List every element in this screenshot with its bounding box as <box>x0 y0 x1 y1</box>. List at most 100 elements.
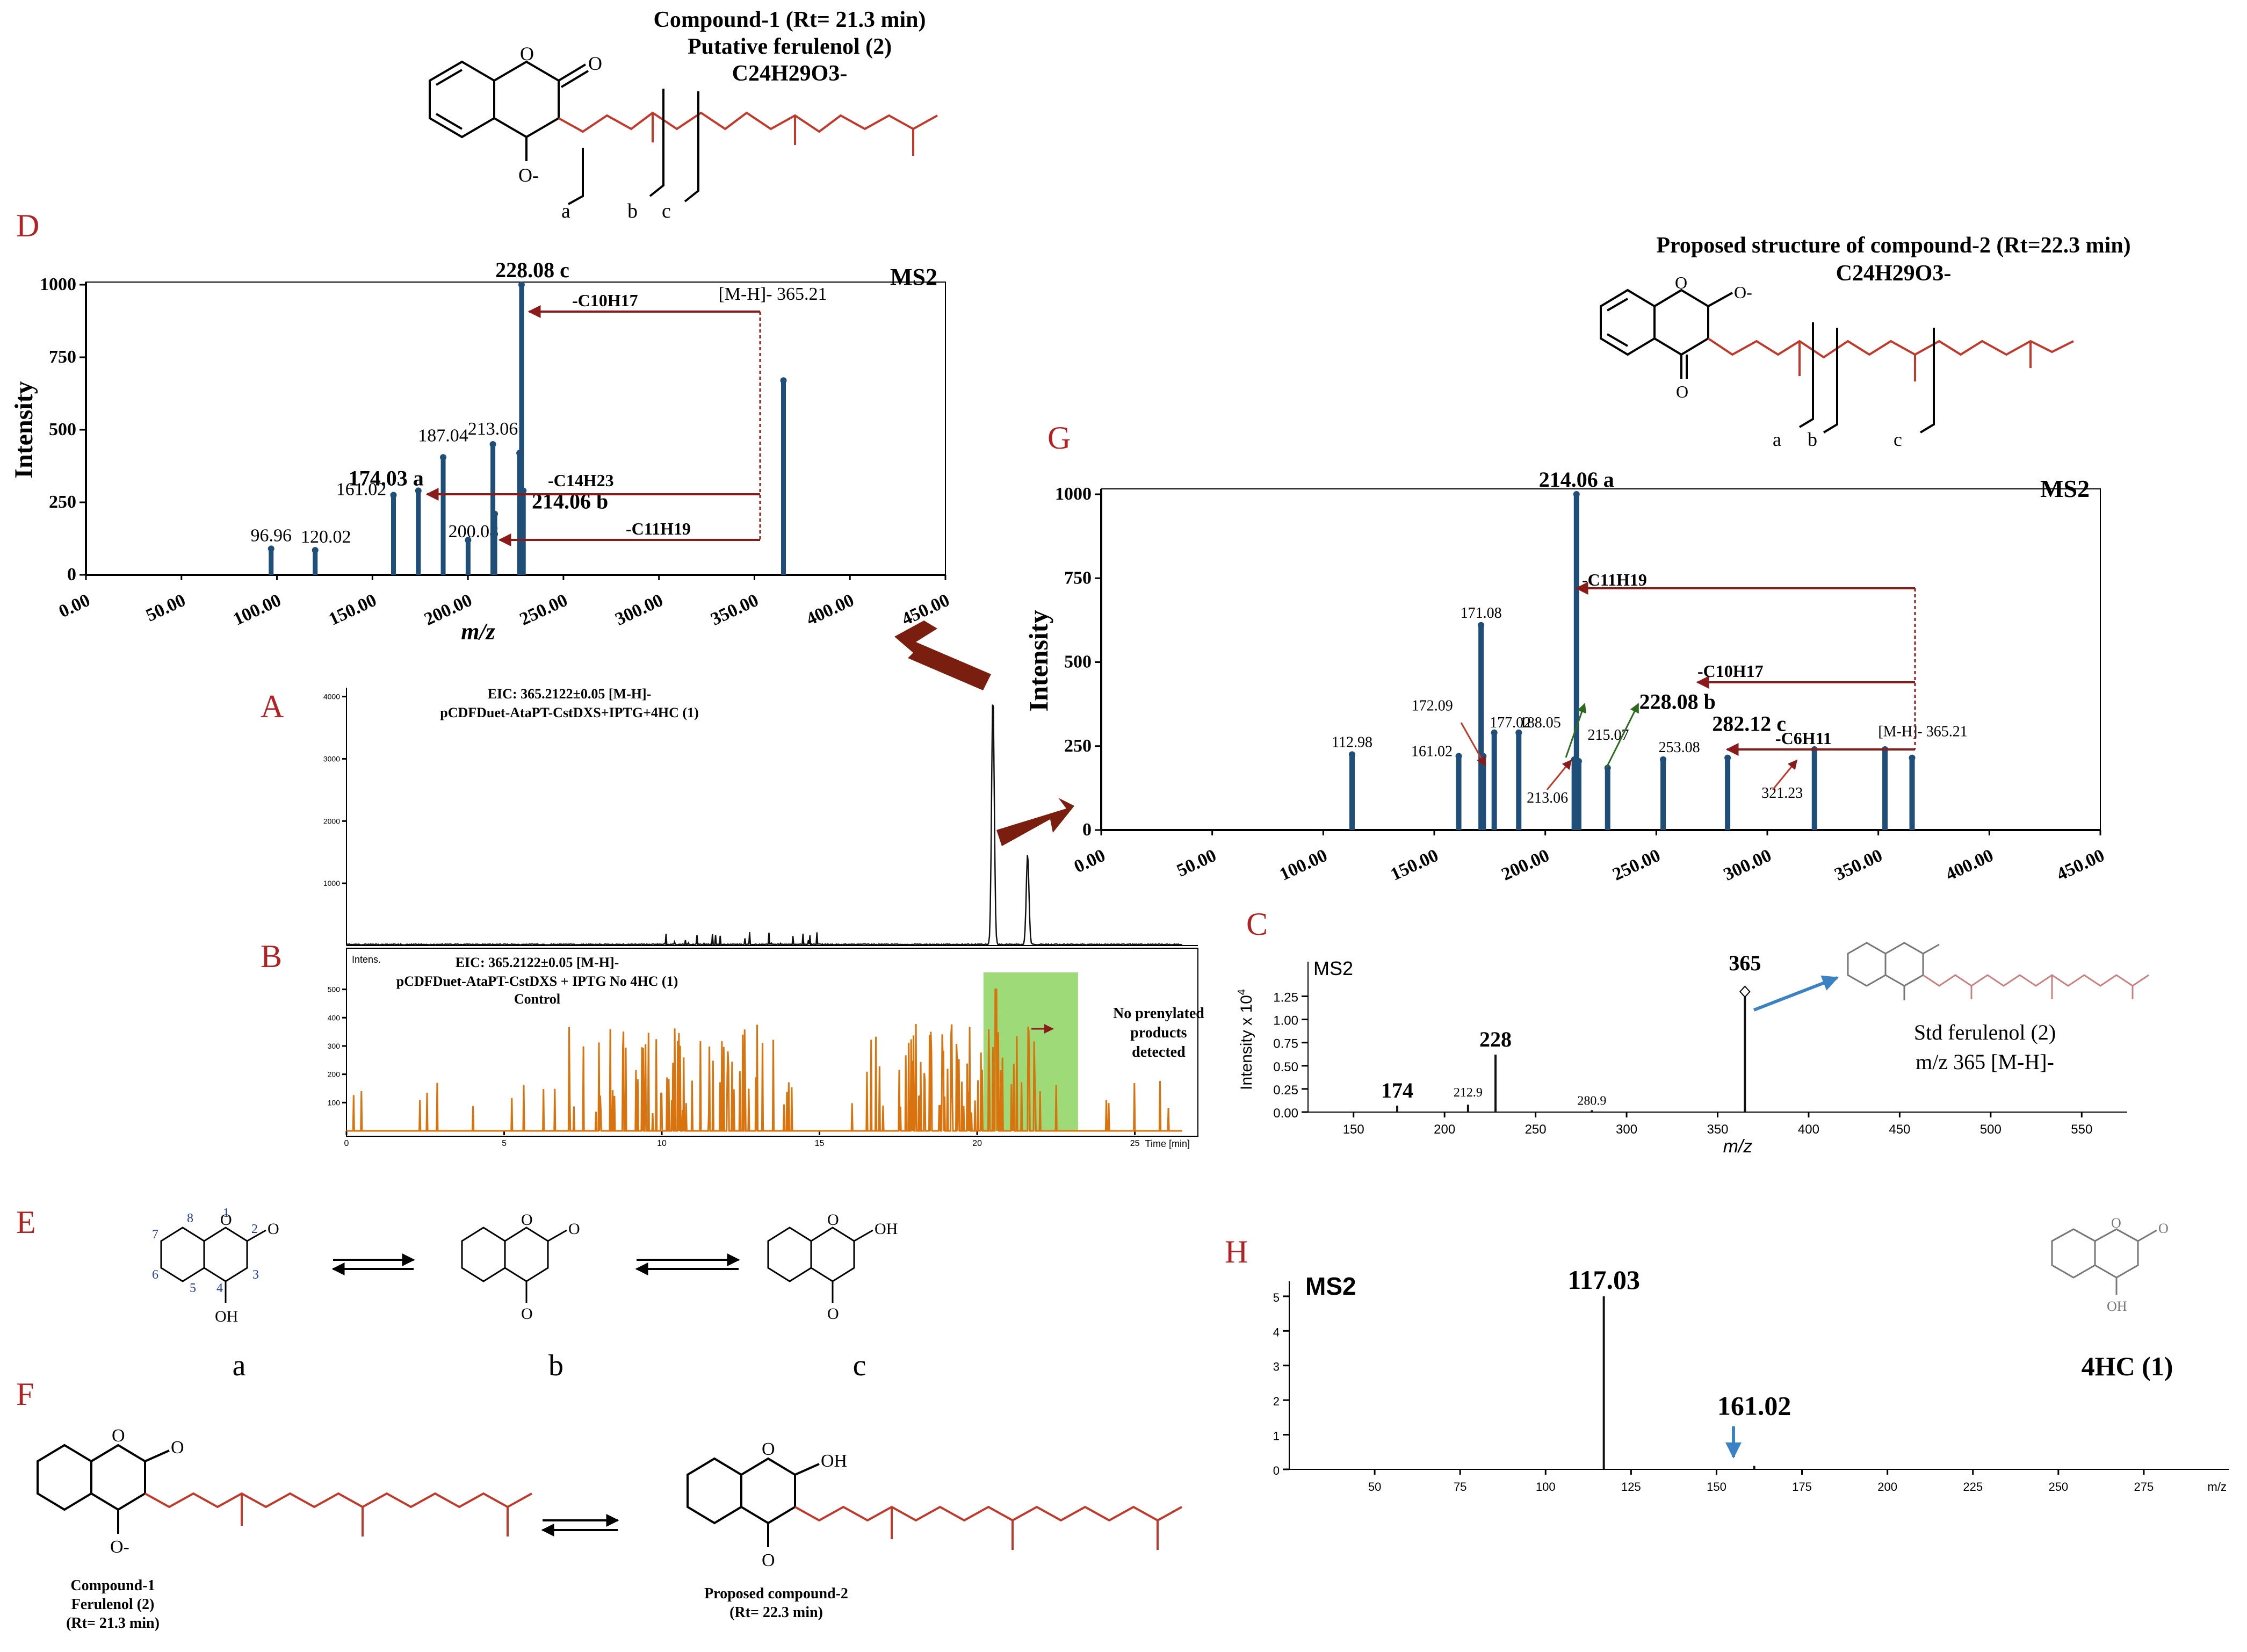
H-xtick-label: 75 <box>1454 1480 1466 1494</box>
chart-B-note-line: No prenylated <box>1113 1005 1204 1022</box>
C-xtick-label: 350 <box>1707 1122 1728 1137</box>
C-peak-label: 174 <box>1381 1078 1413 1102</box>
D-peak-tip <box>520 487 527 494</box>
chart-A: EIC: 365.2122±0.05 [M-H]- pCDFDuet-AtaPT… <box>323 686 1198 947</box>
panel-F-left-O: O <box>112 1426 125 1446</box>
panel-E-num-1: 1 <box>223 1206 229 1220</box>
B-xtick-label: 25 <box>1130 1139 1140 1148</box>
chart-G-title: MS2 <box>2040 475 2090 502</box>
C-ytick-label: 1.25 <box>1273 990 1298 1005</box>
panel-E-num-6: 6 <box>152 1268 158 1282</box>
G-peak-tip <box>1515 729 1522 736</box>
panel-E-b-keto: O <box>521 1305 533 1323</box>
G-peak-tip <box>1724 754 1731 761</box>
G-peak-tip <box>1660 756 1667 763</box>
chart-H-title: MS2 <box>1305 1272 1356 1300</box>
structure-compound-1: Compound-1 (Rt= 21.3 min) Putative ferul… <box>429 8 938 222</box>
D-peak-label: 120.02 <box>301 527 351 547</box>
G-xtick-label: 200.00 <box>1499 846 1552 885</box>
G-peak-label: 213.06 <box>1527 790 1568 806</box>
G-xtick-label: 0.00 <box>1071 846 1109 877</box>
G-peak-tip <box>1604 764 1611 771</box>
C-xtick-label: 300 <box>1616 1122 1637 1137</box>
D-peak-tip <box>415 487 422 494</box>
D-ytick-label: 500 <box>49 420 76 439</box>
H-xtick-label: m/z <box>2208 1480 2227 1494</box>
panel-F-left-label-1: Compound-1 <box>70 1577 155 1594</box>
G-ytick-label: 750 <box>1064 568 1092 588</box>
G-xtick-label: 300.00 <box>1721 846 1774 885</box>
struct1-cut-c: c <box>662 200 671 222</box>
struct1-formula: C24H29O3- <box>732 61 848 86</box>
G-peak-label: 282.12 c <box>1712 712 1786 736</box>
D-xtick-label: 0.00 <box>56 590 93 622</box>
chart-B-subtitle-control: Control <box>514 991 560 1007</box>
panel-E-num-3: 3 <box>252 1268 259 1282</box>
chart-B-note-line: products <box>1130 1025 1187 1041</box>
panel-label-C: C <box>1246 906 1268 942</box>
chart-G-ylabel: Intensity <box>1023 610 1053 712</box>
G-xtick-label: 150.00 <box>1388 846 1441 885</box>
chart-C-blue-arrow <box>1753 975 1839 1012</box>
G-peak-label: [M-H]- 365.21 <box>1878 724 1967 740</box>
D-peak-label: 161.02 <box>336 480 387 500</box>
G-peak-tip <box>1573 491 1580 497</box>
H-ytick-label: 3 <box>1273 1360 1280 1374</box>
H-xtick-label: 225 <box>1963 1480 1983 1494</box>
D-peak-tip <box>780 377 787 384</box>
panel-F-right-label-2: (Rt= 22.3 min) <box>729 1604 823 1621</box>
G-peak-tip <box>1575 758 1582 764</box>
struct2-ring-oxygen: O <box>1675 273 1687 292</box>
D-ytick-label: 1000 <box>40 275 76 294</box>
G-ytick-label: 0 <box>1082 820 1092 840</box>
struct2-formula: C24H29O3- <box>1836 261 1952 286</box>
panel-label-B: B <box>261 939 282 974</box>
panel-F-right-O: O <box>762 1439 775 1459</box>
D-peak-tip <box>492 510 498 517</box>
D-peak-label: 174.03 a <box>349 466 424 490</box>
chart-H-struct-carbonyl: O <box>2158 1221 2169 1236</box>
G-peak-tip <box>1909 754 1916 761</box>
panel-label-E: E <box>16 1204 36 1240</box>
D-peak-label: 228.08 c <box>495 258 569 282</box>
D-xtick-label: 400.00 <box>803 590 857 630</box>
D-xtick-label: 250.00 <box>517 590 570 630</box>
G-peak-label: 228.08 b <box>1639 689 1716 713</box>
struct2-title: Proposed structure of compound-2 (Rt=22.… <box>1656 233 2130 258</box>
C-peak-label: 212.9 <box>1454 1086 1483 1100</box>
G-xtick-label: 350.00 <box>1832 846 1885 885</box>
panel-F-left-label-3: (Rt= 21.3 min) <box>66 1615 160 1632</box>
C-xtick-label: 450 <box>1889 1122 1910 1137</box>
chart-D-loss-C11H19: -C11H19 <box>626 519 691 538</box>
C-xtick-label: 550 <box>2071 1122 2092 1137</box>
chart-H-struct-OH: OH <box>2107 1298 2127 1314</box>
B-xtick-label: 10 <box>657 1139 667 1148</box>
chart-C: MS2 Intensity x 104 m/z 0.000.250.500.75… <box>1236 942 2149 1157</box>
struct1-title: Compound-1 (Rt= 21.3 min) <box>654 8 926 32</box>
C-ytick-label: 1.00 <box>1273 1014 1298 1028</box>
chart-D-ylabel: Intensity <box>10 381 38 478</box>
chart-A-subtitle: pCDFDuet-AtaPT-CstDXS+IPTG+4HC (1) <box>440 705 699 720</box>
struct1-cut-a: a <box>561 200 570 222</box>
panel-F-left-Ominus: O- <box>110 1537 129 1557</box>
G-peak-tip <box>1491 729 1498 736</box>
struct2-cut-b: b <box>1808 429 1817 450</box>
D-peak-tip <box>440 454 447 461</box>
B-ytick-label: 300 <box>328 1042 341 1050</box>
H-xtick-label: 125 <box>1621 1480 1641 1494</box>
panel-F-right-label-1: Proposed compound-2 <box>704 1585 848 1602</box>
chart-G-loss-C10H17: -C10H17 <box>1697 661 1764 681</box>
D-xtick-label: 300.00 <box>612 590 666 630</box>
chart-D-title: MS2 <box>890 264 937 290</box>
A-ytick-label: 4000 <box>323 692 340 701</box>
B-ytick-label: 100 <box>328 1098 341 1107</box>
chart-D-xlabel: m/z <box>461 618 495 645</box>
panel-label-F: F <box>16 1376 34 1412</box>
panel-E-label-b: b <box>548 1349 563 1382</box>
D-peak-label: 200.08 <box>449 522 499 542</box>
panel-F-left-carbonyl: O <box>171 1438 184 1458</box>
struct2-olate-oxygen: O- <box>1734 283 1752 302</box>
C-xtick-label: 250 <box>1525 1122 1547 1137</box>
